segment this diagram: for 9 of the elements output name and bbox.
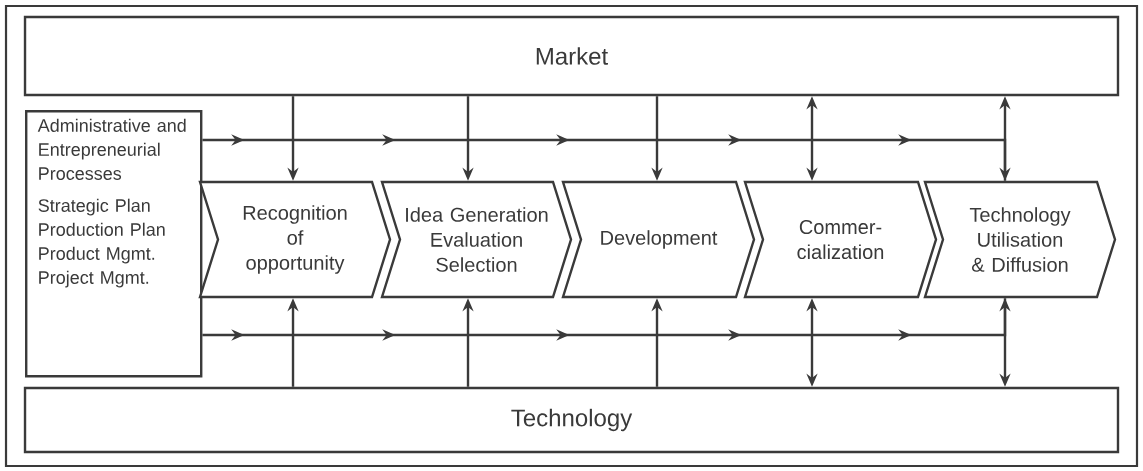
process-box: Administrative and Entrepreneurial Processes Strategic Plan Production Plan Product Mgmt. Project Mgmt. bbox=[25, 110, 203, 378]
chevron-step: Idea Generation Evaluation Selection bbox=[380, 180, 573, 299]
market-band: Market bbox=[23, 15, 1120, 97]
chevron-step: Commer-cialization bbox=[743, 180, 938, 299]
chevron-step: Technology Utilisation & Diffusion bbox=[923, 180, 1117, 299]
chevron-step: Development bbox=[561, 180, 756, 299]
arrow bbox=[202, 134, 1007, 181]
technology-band: Technology bbox=[23, 386, 1120, 454]
chevron-step: Recognition of opportunity bbox=[198, 180, 392, 299]
